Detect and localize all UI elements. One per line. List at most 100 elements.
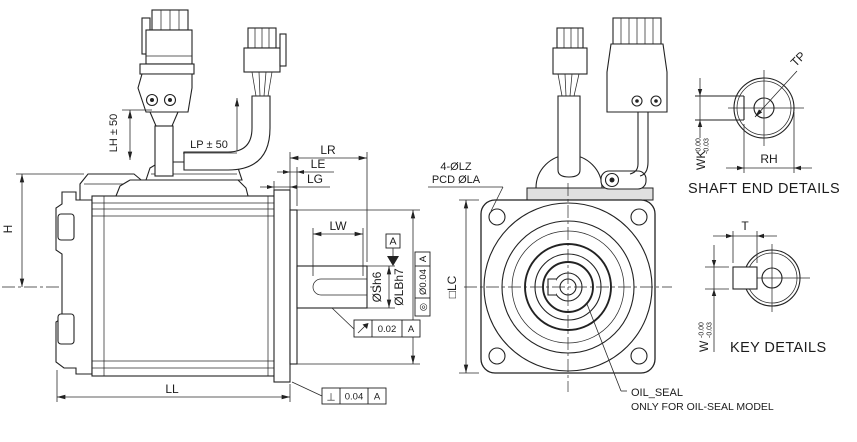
runout-fcf: 0.02 A xyxy=(331,307,421,338)
body-screw-dot xyxy=(635,99,639,103)
arrowhead xyxy=(697,120,703,127)
wire xyxy=(564,73,567,97)
flange-plate xyxy=(273,189,291,383)
fcf-box xyxy=(353,319,421,338)
oil-seal-line2: ONLY FOR OIL-SEAL MODEL xyxy=(631,401,774,413)
pilot-boss xyxy=(289,209,298,365)
dim-label-w: W -0.00 -0.03 xyxy=(697,322,714,352)
hood-screw-dot xyxy=(168,98,172,102)
rear-cover-boss-bottom xyxy=(57,313,75,345)
side-view-dimensions: H LL LH ± 50 LP ± 50 LR LE xyxy=(1,98,431,405)
connector-body xyxy=(145,29,193,65)
datum-triangle-icon xyxy=(387,256,399,266)
dim-label-rh: RH xyxy=(760,152,777,166)
cable-fitting xyxy=(600,170,647,190)
wire xyxy=(573,73,580,97)
fcf-value: Ø0.04 xyxy=(418,269,429,295)
cable-gland xyxy=(149,111,179,127)
connector-body xyxy=(243,47,281,73)
cover-plate xyxy=(526,187,654,201)
tp-leader xyxy=(754,70,798,118)
power-cable xyxy=(183,95,271,171)
front-power-cable-edge xyxy=(639,112,649,177)
fitting-dot xyxy=(609,177,615,183)
shaft-end-inner-circle xyxy=(736,80,792,136)
dim-label-lw: LW xyxy=(329,219,347,233)
shaft-end-title: SHAFT END DETAILS xyxy=(688,181,840,197)
wk-text: WK xyxy=(694,151,708,170)
bolt-hole-note: 4-ØLZ PCD ØLA xyxy=(428,161,504,212)
front-power-cable-edge xyxy=(629,112,639,175)
front-encoder-connector xyxy=(552,27,588,178)
fcf-value: 0.04 xyxy=(345,392,364,403)
fcf-datum: A xyxy=(418,255,429,262)
oil-seal-note: OIL_SEAL ONLY FOR OIL-SEAL MODEL xyxy=(586,303,774,413)
shaft-end-detail: WK -0.00 -0.03 RH TP SHAFT END DETAILS xyxy=(688,49,840,197)
key-details-title: KEY DETAILS xyxy=(730,340,827,356)
hood-screw-dot xyxy=(150,98,154,102)
dim-label-wk: WK -0.00 -0.03 xyxy=(694,138,711,170)
wire xyxy=(251,71,257,97)
fcf-box xyxy=(321,387,387,405)
mounting-hole xyxy=(630,208,648,226)
arrowhead xyxy=(711,260,717,267)
shaft-end-circle xyxy=(733,77,795,139)
datum-label: A xyxy=(389,236,396,248)
wk-tol-lower: -0.03 xyxy=(704,138,711,154)
arrowhead xyxy=(283,170,290,174)
arrowhead xyxy=(794,165,801,171)
dim-label-pilot-dia: ØLBh7 xyxy=(392,268,406,306)
connector-latch xyxy=(279,33,287,67)
bolt-note-line2: PCD ØLA xyxy=(432,174,481,186)
mounting-hole xyxy=(488,208,506,226)
dim-label-t: T xyxy=(741,219,749,233)
fcf-box xyxy=(414,251,431,317)
arrowhead xyxy=(737,165,744,171)
connector-body xyxy=(606,43,668,113)
shaft xyxy=(296,265,368,309)
body-screw-dot xyxy=(654,99,658,103)
perpendicularity-fcf: ⊥ 0.04 A xyxy=(291,381,387,405)
mounting-hole xyxy=(488,347,506,365)
side-view: H LL LH ± 50 LP ± 50 LR LE xyxy=(1,9,431,405)
connector-lip xyxy=(139,63,195,75)
wire xyxy=(263,71,267,97)
wire xyxy=(569,73,573,97)
fitting-ring xyxy=(604,172,620,188)
dim-label-lc: □LC xyxy=(445,275,459,298)
arrowhead xyxy=(697,89,703,96)
arrowhead xyxy=(267,185,274,189)
arrowhead xyxy=(297,170,304,174)
w-tol-upper: -0.00 xyxy=(699,322,706,338)
lc-dimension: □LC xyxy=(445,199,479,374)
arrowhead xyxy=(711,289,717,296)
dim-label-lp: LP ± 50 xyxy=(190,139,228,151)
key-detail: T W -0.00 -0.03 KEY DETAILS xyxy=(697,219,827,356)
fcf-datum: A xyxy=(408,324,415,335)
front-power-connector xyxy=(606,17,668,177)
leader-line xyxy=(331,307,355,330)
w-text: W xyxy=(697,340,711,352)
connector-pins xyxy=(556,27,584,49)
fcf-datum: A xyxy=(374,392,381,403)
dim-label-h: H xyxy=(1,225,15,234)
w-tol-lower: -0.03 xyxy=(707,322,714,338)
key-block xyxy=(732,266,758,290)
rear-cover-boss-top xyxy=(57,213,75,241)
perpendicularity-icon: ⊥ xyxy=(326,392,335,404)
dim-label-ll: LL xyxy=(165,382,179,396)
motor-housing xyxy=(91,195,277,377)
concentricity-icon: ◎ xyxy=(418,303,429,311)
connector-mount-base xyxy=(115,179,249,197)
datum-feature-a: A xyxy=(385,233,401,266)
wire xyxy=(267,71,273,97)
dim-label-shaft-dia: ØSh6 xyxy=(370,271,384,302)
fcf-value: 0.02 xyxy=(378,324,397,335)
connector-hood xyxy=(137,73,193,113)
wk-tol-upper: -0.00 xyxy=(696,138,703,154)
concentricity-fcf: ◎ Ø0.04 A xyxy=(414,251,431,317)
arrowhead xyxy=(757,233,764,239)
leader-line xyxy=(586,303,622,392)
leader-line xyxy=(490,186,504,212)
